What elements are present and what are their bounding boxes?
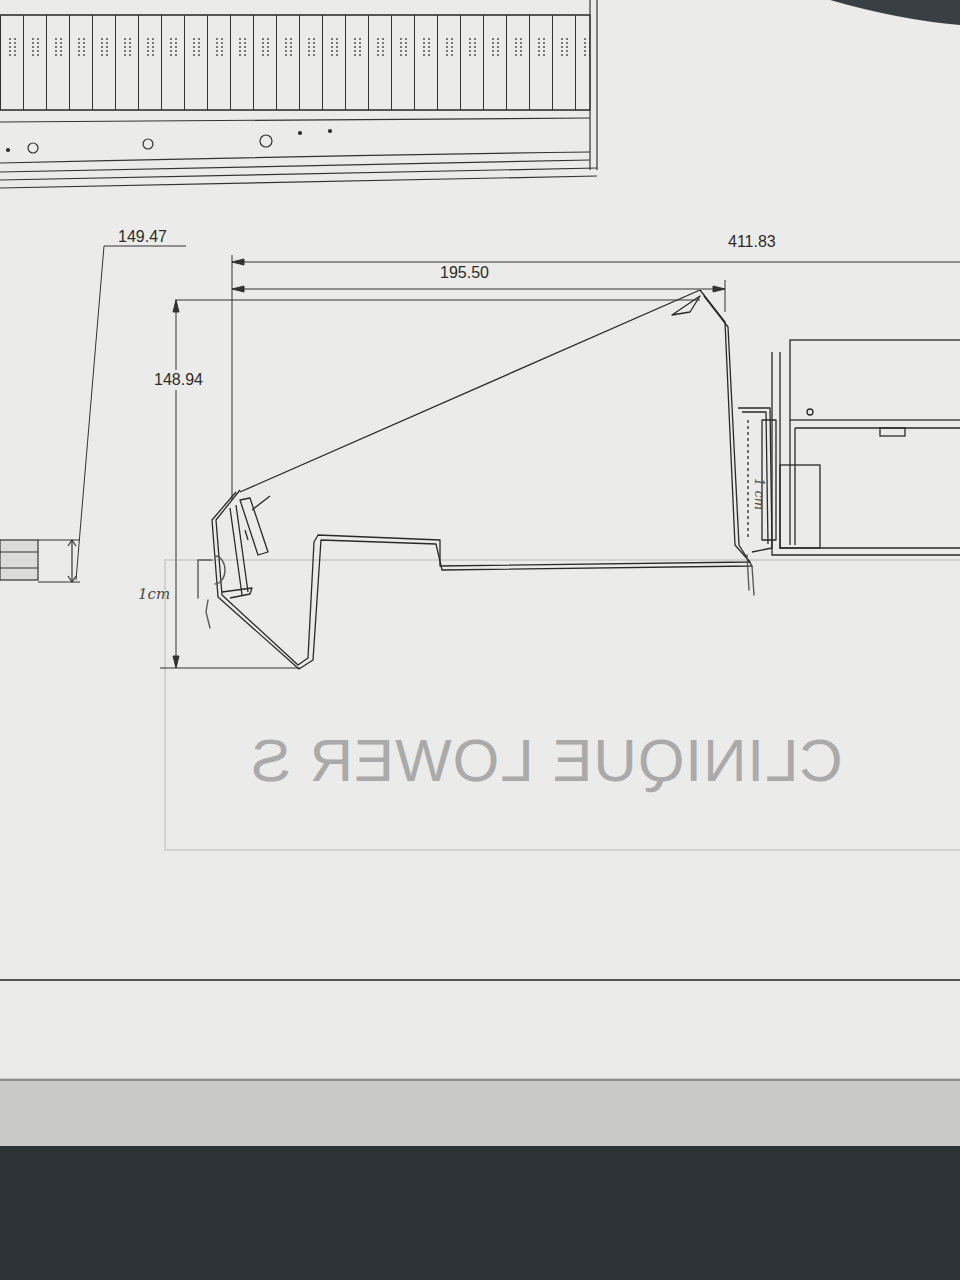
handwritten-note: 1 cm xyxy=(752,478,766,510)
adjoining-part xyxy=(772,340,960,555)
top-part xyxy=(0,0,597,188)
dimension-lines xyxy=(76,246,960,668)
dimension-value: 149.47 xyxy=(118,228,167,246)
paper-edge xyxy=(0,1078,960,1148)
show-through-text: CLINIQUE LOWER S xyxy=(250,728,843,794)
paper-line xyxy=(0,1079,960,1081)
dimension-value: 148.94 xyxy=(152,370,205,390)
profile-section xyxy=(212,290,776,669)
frame-line xyxy=(0,979,960,981)
side-view xyxy=(0,540,80,582)
title-block-shadow xyxy=(165,560,960,850)
pencil-marks xyxy=(198,555,754,628)
dimension-value: 411.83 xyxy=(728,233,776,251)
corner-part xyxy=(830,0,960,25)
handwritten-note: 1cm xyxy=(138,586,170,603)
paper xyxy=(0,0,960,1090)
dimension-value: 195.50 xyxy=(440,264,489,282)
table xyxy=(0,1146,960,1280)
